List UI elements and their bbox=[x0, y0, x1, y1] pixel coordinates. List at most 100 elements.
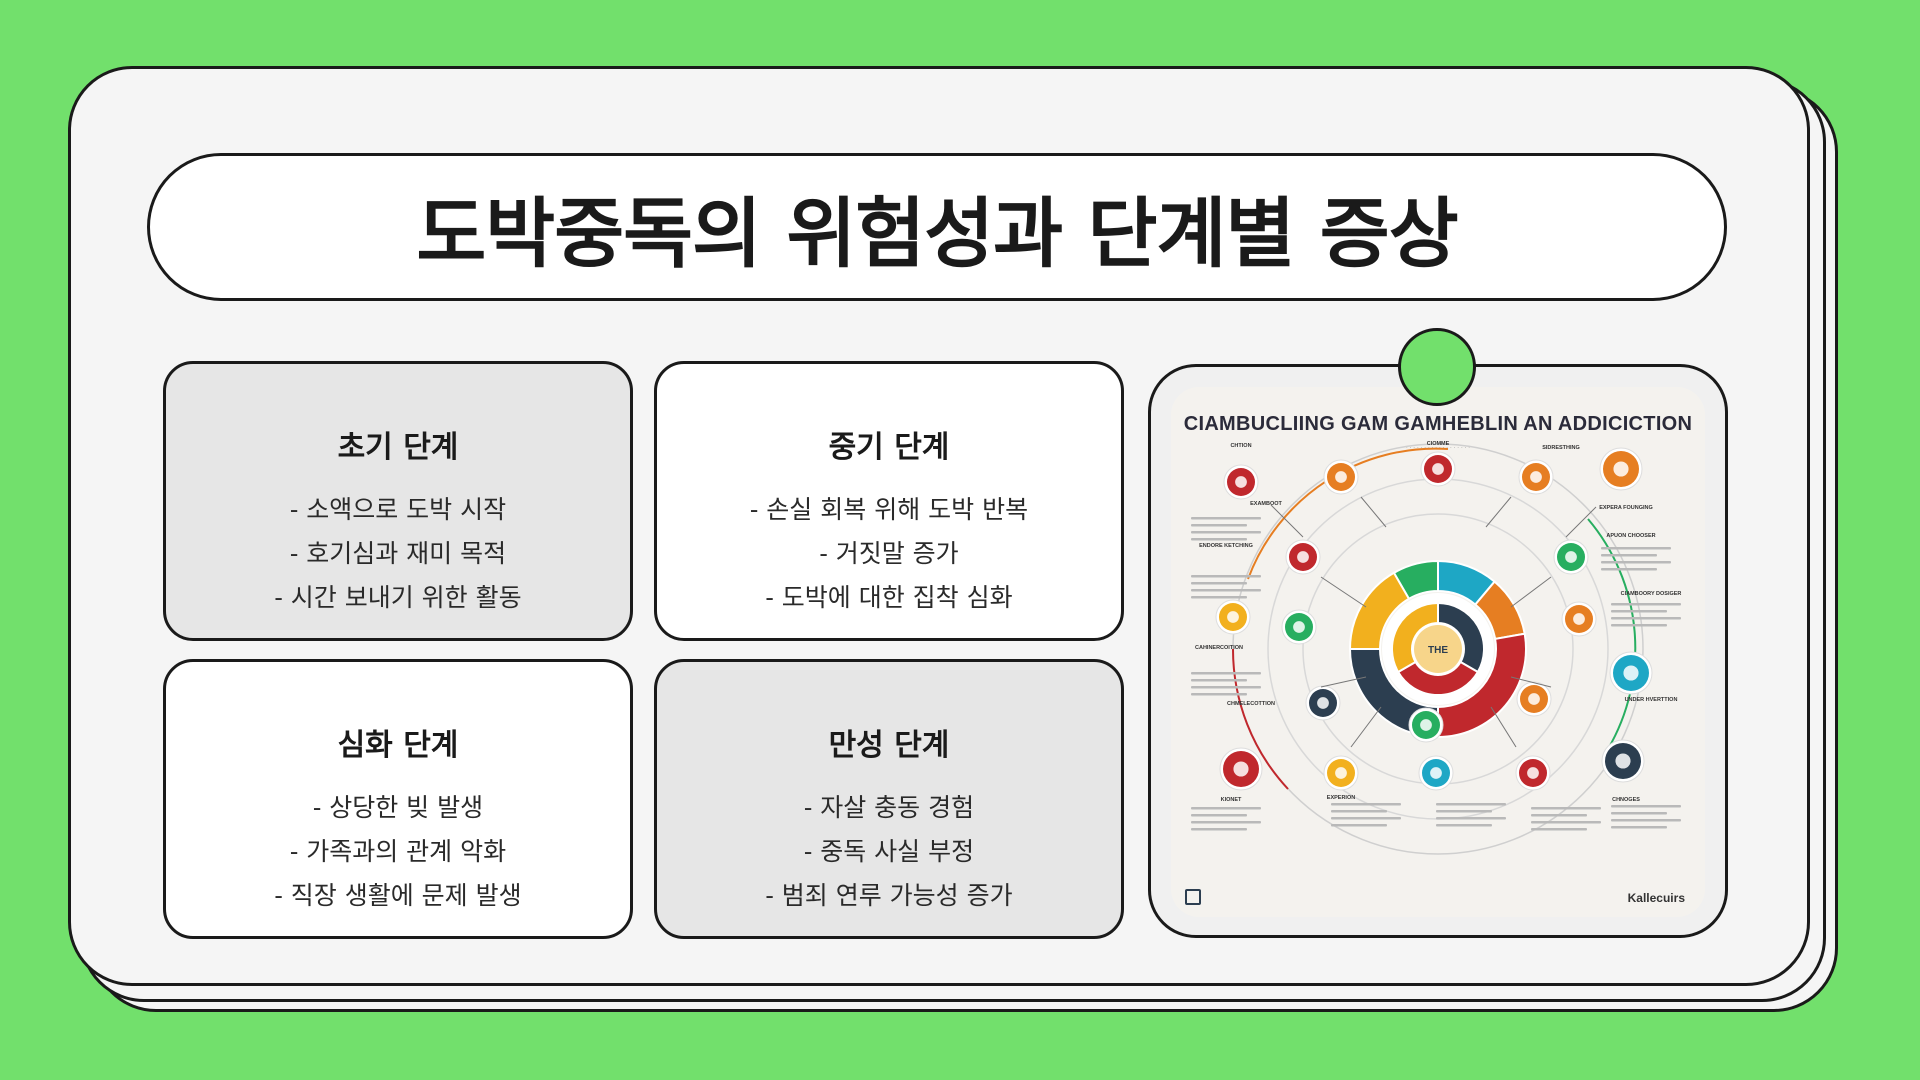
text-line-decoration bbox=[1531, 807, 1601, 810]
page-title: 도박중독의 위험성과 단계별 증상 bbox=[416, 189, 1458, 278]
icon-label: CIAMBOORY DOSIGER bbox=[1621, 591, 1682, 597]
text-line-decoration bbox=[1531, 828, 1587, 831]
text-line-decoration bbox=[1191, 693, 1247, 696]
connector-line bbox=[1565, 506, 1597, 538]
stage-card-middle: 중기 단계 - 손실 회복 위해 도박 반복 - 거짓말 증가 - 도박에 대한… bbox=[654, 361, 1124, 641]
symptom-item: - 상당한 빚 발생 bbox=[312, 793, 484, 822]
connector-line bbox=[1360, 496, 1387, 528]
symptom-item: - 손실 회복 위해 도박 반복 bbox=[749, 495, 1029, 524]
phone-icon-glyph bbox=[1528, 693, 1540, 705]
token-icon-glyph bbox=[1297, 551, 1309, 563]
heart-icon-glyph bbox=[1233, 761, 1249, 777]
text-line-decoration bbox=[1611, 603, 1681, 606]
orbit-arc bbox=[1587, 518, 1637, 750]
icon-label: CIOMME bbox=[1427, 441, 1450, 447]
money-icon-glyph bbox=[1420, 719, 1432, 731]
icon-label: EXAMBOOT bbox=[1250, 501, 1282, 507]
stage-card-advanced: 심화 단계 - 상당한 빚 발생 - 가족과의 관계 악화 - 직장 생활에 문… bbox=[163, 659, 633, 939]
stage-heading: 초기 단계 bbox=[337, 430, 459, 465]
text-line-decoration bbox=[1191, 582, 1247, 585]
icon-label: CAHINERCOITION bbox=[1195, 645, 1243, 651]
text-line-decoration bbox=[1191, 575, 1261, 578]
text-line-decoration bbox=[1331, 810, 1387, 813]
infographic-frame: CIAMBUCLIING GAM GAMHEBLIN AN ADDICICTIO… bbox=[1148, 364, 1728, 938]
music-icon-glyph bbox=[1530, 471, 1542, 483]
text-line-decoration bbox=[1601, 561, 1671, 564]
text-line-decoration bbox=[1436, 824, 1492, 827]
text-line-decoration bbox=[1191, 672, 1261, 675]
symptom-item: - 범죄 연루 가능성 증가 bbox=[765, 881, 1013, 910]
text-line-decoration bbox=[1191, 821, 1261, 824]
flame-icon-glyph bbox=[1432, 463, 1444, 475]
monitor-icon-glyph bbox=[1430, 767, 1442, 779]
connector-line bbox=[1510, 676, 1552, 688]
spade-icon-glyph bbox=[1227, 611, 1239, 623]
text-line-decoration bbox=[1331, 803, 1401, 806]
symptom-item: - 도박에 대한 집착 심화 bbox=[765, 583, 1013, 612]
icon-label: CHMELECOTTION bbox=[1227, 701, 1275, 707]
text-line-decoration bbox=[1611, 826, 1667, 829]
stage-heading: 만성 단계 bbox=[828, 728, 950, 763]
briefcase-icon-glyph bbox=[1527, 767, 1539, 779]
icon-label: SIDRESTHING bbox=[1542, 445, 1580, 451]
symptom-item: - 자살 충동 경험 bbox=[803, 793, 975, 822]
symptom-item: - 중독 사실 부정 bbox=[803, 837, 975, 866]
donut-segment bbox=[1392, 559, 1439, 601]
stage-heading: 심화 단계 bbox=[337, 728, 459, 763]
text-line-decoration bbox=[1436, 810, 1492, 813]
connector-line bbox=[1320, 576, 1367, 608]
connector-line bbox=[1320, 676, 1367, 688]
icon-label: CHTION bbox=[1230, 443, 1251, 449]
tools-icon-glyph bbox=[1615, 753, 1631, 769]
stage-symptom-list: - 상당한 빚 발생 - 가족과의 관계 악화 - 직장 생활에 문제 발생 bbox=[166, 786, 630, 918]
icon-label: APUON CHOOSER bbox=[1606, 533, 1655, 539]
stage-heading: 중기 단계 bbox=[828, 430, 950, 465]
icon-label: CHNOGES bbox=[1612, 797, 1640, 803]
stage-symptom-list: - 자살 충동 경험 - 중독 사실 부정 - 범죄 연루 가능성 증가 bbox=[657, 786, 1121, 918]
rocket-icon-glyph bbox=[1565, 551, 1577, 563]
symptom-item: - 소액으로 도박 시작 bbox=[289, 495, 507, 524]
text-line-decoration bbox=[1601, 547, 1671, 550]
connector-line bbox=[1350, 706, 1382, 748]
text-line-decoration bbox=[1611, 805, 1681, 808]
center-circle bbox=[1414, 625, 1462, 673]
icon-label: KIONET bbox=[1221, 797, 1242, 803]
text-line-decoration bbox=[1191, 524, 1247, 527]
pin-dot bbox=[1398, 328, 1476, 406]
text-line-decoration bbox=[1191, 538, 1247, 541]
connector-line bbox=[1490, 706, 1517, 748]
stage-card-early: 초기 단계 - 소액으로 도박 시작 - 호기심과 재미 목적 - 시간 보내기… bbox=[163, 361, 633, 641]
text-line-decoration bbox=[1191, 686, 1261, 689]
text-line-decoration bbox=[1601, 568, 1657, 571]
infographic-logo: Kallecuirs bbox=[1627, 891, 1685, 905]
text-line-decoration bbox=[1191, 828, 1247, 831]
red-circle-icon-glyph bbox=[1235, 476, 1247, 488]
text-line-decoration bbox=[1436, 803, 1506, 806]
symptom-item: - 시간 보내기 위한 활동 bbox=[274, 583, 522, 612]
globe-icon-glyph bbox=[1317, 697, 1329, 709]
symptom-item: - 호기심과 재미 목적 bbox=[289, 539, 507, 568]
orange-circle-icon-glyph bbox=[1335, 471, 1347, 483]
symptom-item: - 가족과의 관계 악화 bbox=[289, 837, 507, 866]
text-line-decoration bbox=[1191, 596, 1247, 599]
icon-label: EXPERA FOUNGING bbox=[1599, 505, 1653, 511]
icon-label: EXPERION bbox=[1327, 795, 1355, 801]
inner-segment bbox=[1437, 601, 1485, 674]
dice-icon-glyph bbox=[1573, 613, 1585, 625]
target-icon-glyph bbox=[1335, 767, 1347, 779]
center-label: THE bbox=[1428, 645, 1448, 656]
text-line-decoration bbox=[1531, 821, 1601, 824]
text-line-decoration bbox=[1191, 679, 1247, 682]
text-line-decoration bbox=[1611, 624, 1667, 627]
stage-symptom-list: - 손실 회복 위해 도박 반복 - 거짓말 증가 - 도박에 대한 집착 심화 bbox=[657, 488, 1121, 620]
text-line-decoration bbox=[1331, 817, 1401, 820]
text-line-decoration bbox=[1191, 531, 1261, 534]
text-line-decoration bbox=[1611, 819, 1681, 822]
infographic-title: CIAMBUCLIING GAM GAMHEBLIN AN ADDICICTIO… bbox=[1183, 413, 1693, 435]
text-line-decoration bbox=[1191, 814, 1247, 817]
symptom-item: - 거짓말 증가 bbox=[819, 539, 959, 568]
text-line-decoration bbox=[1191, 517, 1261, 520]
text-line-decoration bbox=[1191, 807, 1261, 810]
infographic-diagram: THE CHTION EXAMBOOT CIOMME SIDRESTHING EXPERA… bbox=[1191, 441, 1682, 855]
symptom-item: - 직장 생활에 문제 발생 bbox=[274, 881, 522, 910]
